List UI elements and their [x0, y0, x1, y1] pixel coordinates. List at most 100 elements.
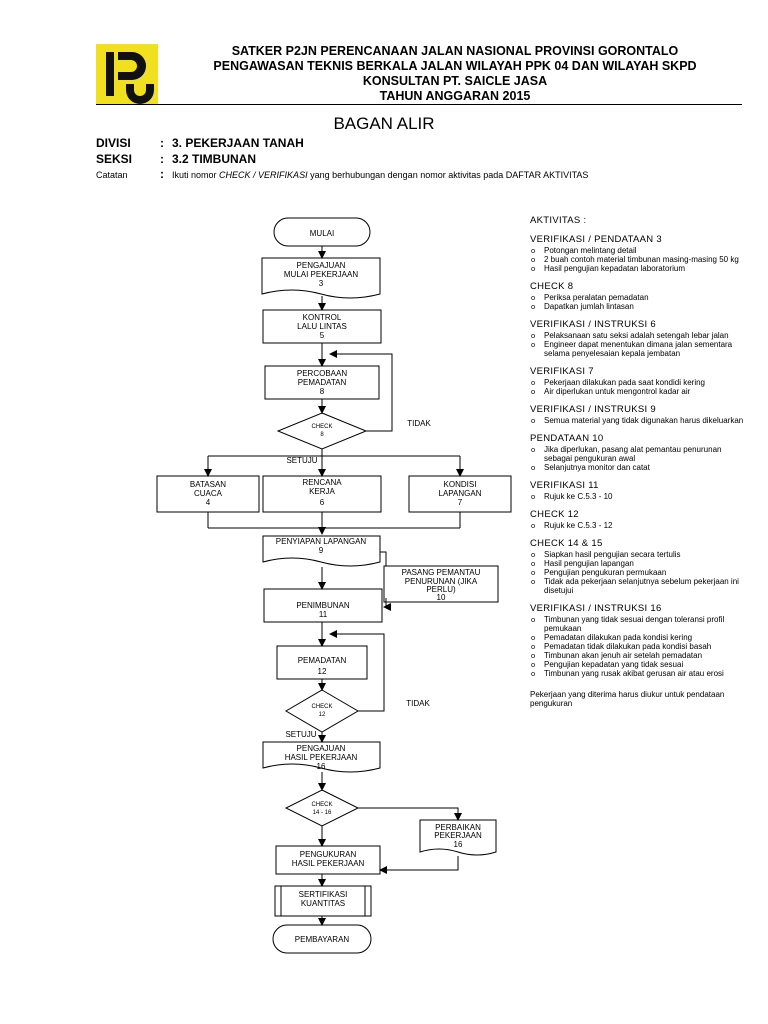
label-n12a: PEMADATAN [298, 656, 347, 665]
activity-group-title: VERIFIKASI 7 [530, 366, 594, 377]
label-n6a: RENCANA [302, 478, 342, 487]
label-n6c: 6 [320, 498, 325, 507]
activity-group-list: Semua material yang tidak digunakan haru… [530, 416, 744, 425]
process-node-sertifikasi [274, 885, 372, 917]
activity-item: Pemadatan dilakukan pada kondisi kering [530, 633, 744, 642]
label-n3a: PENGAJUAN [297, 261, 346, 270]
process-node-pengukuran [275, 845, 381, 875]
activity-group-list: Pelaksanaan satu seksi adalah setengah l… [530, 331, 744, 358]
activity-group-title: VERIFIKASI 11 [530, 480, 599, 491]
label-n16a: PENGAJUAN [297, 744, 346, 753]
process-node-8 [264, 365, 380, 400]
activity-item: Dapatkan jumlah lintasan [530, 302, 744, 311]
label-n10a: PASANG PEMANTAU [402, 568, 481, 577]
label-n10d: 10 [437, 593, 446, 602]
label-n7a: KONDISI [444, 480, 477, 489]
label-n7b: LAPANGAN [439, 489, 482, 498]
process-node-6 [262, 475, 382, 513]
activity-item: Potongan melintang detail [530, 246, 744, 255]
start-terminal [273, 217, 371, 247]
label-n3c: 3 [319, 279, 324, 288]
decision-check-14 [284, 789, 360, 827]
end-terminal [272, 924, 372, 954]
activity-item: Pengujian pengukuran permukaan [530, 568, 744, 577]
activity-group-title: CHECK 8 [530, 281, 574, 292]
header-line-4: TAHUN ANGGARAN 2015 [379, 89, 531, 103]
label-n16b: HASIL PEKERJAAN [285, 753, 358, 762]
activity-group-title: VERIFIKASI / INSTRUKSI 16 [530, 603, 662, 614]
decision-check-12 [285, 689, 359, 733]
activity-item: Rujuk ke C.5.3 - 12 [530, 521, 744, 530]
activity-item: Siapkan hasil pengujian secara tertulis [530, 550, 744, 559]
document-node-perbaikan [419, 819, 497, 856]
process-node-10 [383, 565, 499, 603]
label-pengukuran-b: HASIL PEKERJAAN [292, 859, 365, 868]
activity-group-title: VERIFIKASI / INSTRUKSI 9 [530, 404, 656, 415]
activity-item: Semua material yang tidak digunakan haru… [530, 416, 744, 425]
label-n16c: 16 [317, 762, 326, 771]
label-n8a: PERCOBAAN [297, 369, 347, 378]
label-check14a: CHECK [311, 802, 332, 808]
label-tidak-2: TIDAK [406, 699, 430, 708]
activity-group-title: CHECK 14 & 15 [530, 538, 603, 549]
activity-group-list: Siapkan hasil pengujian secara tertulisH… [530, 550, 744, 595]
label-mulai: MULAI [310, 229, 334, 238]
process-node-7 [408, 475, 512, 513]
process-node-11 [263, 588, 383, 623]
activity-item: Hasil pengujian lapangan [530, 559, 744, 568]
catatan-text: Ikuti nomor CHECK / VERIFIKASI yang berh… [172, 170, 589, 180]
activities-groups: VERIFIKASI / PENDATAAN 3Potongan melinta… [530, 235, 744, 678]
label-sertifikasi-b: KUANTITAS [301, 899, 345, 908]
activity-item: 2 buah contoh material timbunan masing-m… [530, 255, 744, 264]
activities-heading: AKTIVITAS : [530, 215, 587, 226]
label-sertifikasi-a: SERTIFIKASI [299, 890, 348, 899]
label-n8b: PEMADATAN [298, 378, 347, 387]
label-tidak-1: TIDAK [407, 419, 431, 428]
activity-item: Pemadatan tidak dilakukan pada kondisi b… [530, 642, 744, 651]
label-n7c: 7 [458, 498, 463, 507]
header-line-2: PENGAWASAN TEKNIS BERKALA JALAN WILAYAH … [213, 59, 697, 73]
label-perbaikan-b: PEKERJAAN [434, 831, 482, 840]
label-n4b: CUACA [194, 489, 223, 498]
catatan-colon: : [160, 167, 164, 181]
activity-item: Selanjutnya monitor dan catat [530, 463, 744, 472]
activity-group-list: Rujuk ke C.5.3 - 10 [530, 492, 744, 501]
label-n4c: 4 [206, 498, 211, 507]
label-n3b: MULAI PEKERJAAN [284, 270, 358, 279]
label-n11b: 11 [319, 610, 328, 619]
catatan-label: Catatan [96, 170, 128, 180]
header-line-1: SATKER P2JN PERENCANAAN JALAN NASIONAL P… [231, 44, 679, 58]
label-check12a: CHECK [311, 704, 332, 710]
activity-item: Pelaksanaan satu seksi adalah setengah l… [530, 331, 744, 340]
activity-group-list: Rujuk ke C.5.3 - 12 [530, 521, 744, 530]
activity-group-list: Jika diperlukan, pasang alat pemantau pe… [530, 445, 744, 472]
document-node-9 [262, 535, 381, 567]
label-pembayaran: PEMBAYARAN [295, 935, 350, 944]
seksi-colon: : [160, 152, 164, 166]
activity-item: Timbunan yang tidak sesuai dengan tolera… [530, 615, 744, 633]
divisi-label: DIVISI [96, 136, 131, 150]
activity-item: Pekerjaan dilakukan pada saat kondidi ke… [530, 378, 744, 387]
label-perbaikan-a: PERBAIKAN [435, 823, 481, 832]
label-check12b: 12 [319, 712, 326, 718]
activity-group-list: Timbunan yang tidak sesuai dengan tolera… [530, 615, 744, 678]
header-divider [96, 104, 742, 105]
activities-footer: Pekerjaan yang diterima harus diukur unt… [530, 690, 725, 708]
label-n5a: KONTROL [303, 313, 342, 322]
activity-group-list: Potongan melintang detail2 buah contoh m… [530, 246, 744, 273]
label-n9b: 9 [319, 546, 324, 555]
activity-group-title: VERIFIKASI / PENDATAAN 3 [530, 234, 662, 245]
pu-logo [96, 44, 158, 104]
activity-item: Timbunan akan jenuh air setelah pemadata… [530, 651, 744, 660]
label-check14b: 14 - 16 [313, 810, 332, 816]
activity-item: Engineer dapat menentukan dimana jalan s… [530, 340, 744, 358]
activity-item: Tidak ada pekerjaan selanjutnya sebelum … [530, 577, 744, 595]
page-title: BAGAN ALIR [333, 114, 435, 133]
label-check8b: 8 [320, 432, 324, 438]
document-node-3 [261, 257, 381, 299]
seksi-label: SEKSI [96, 152, 133, 166]
label-check8a: CHECK [311, 424, 332, 430]
label-n9a: PENYIAPAN LAPANGAN [276, 537, 367, 546]
activity-item: Hasil pengujian kepadatan laboratorium [530, 264, 744, 273]
